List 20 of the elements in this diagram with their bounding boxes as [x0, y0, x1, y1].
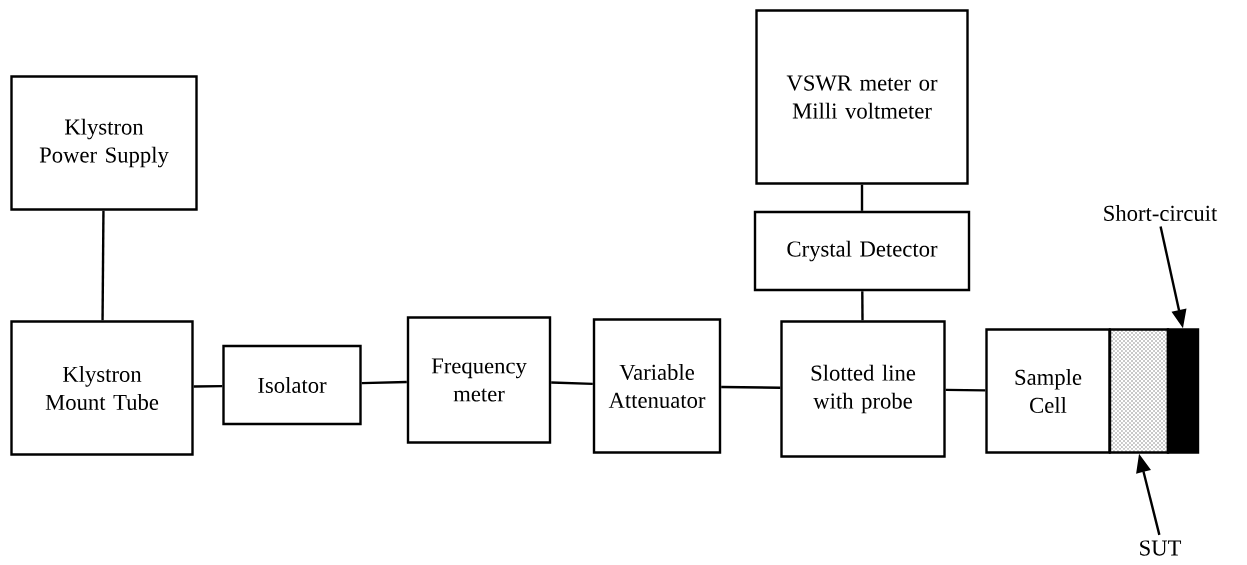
connector-line — [721, 385, 781, 389]
component-box: Slotted line with probe — [780, 320, 946, 458]
short-circuit-block — [1166, 328, 1200, 454]
component-box: VSWR meter or Milli voltmeter — [755, 9, 969, 185]
connector-line — [101, 210, 105, 321]
connector-line — [861, 291, 864, 321]
component-box: Klystron Power Supply — [10, 75, 198, 211]
connector-line — [945, 388, 986, 392]
sample-cell-box: Sample Cell — [985, 328, 1111, 454]
connector-line — [361, 380, 407, 385]
component-box: Crystal Detector — [753, 210, 971, 292]
callout-text: SUT — [1140, 540, 1182, 556]
component-box: Frequency meter — [406, 316, 552, 444]
connector-line — [860, 184, 864, 211]
component-box: Variable Attenuator — [592, 318, 722, 454]
connector-line — [193, 384, 223, 388]
connector-line — [551, 381, 593, 386]
component-box: Isolator — [222, 344, 362, 426]
callout-text: Short-circuit — [1104, 205, 1218, 221]
component-box: Klystron Mount Tube — [10, 320, 194, 456]
